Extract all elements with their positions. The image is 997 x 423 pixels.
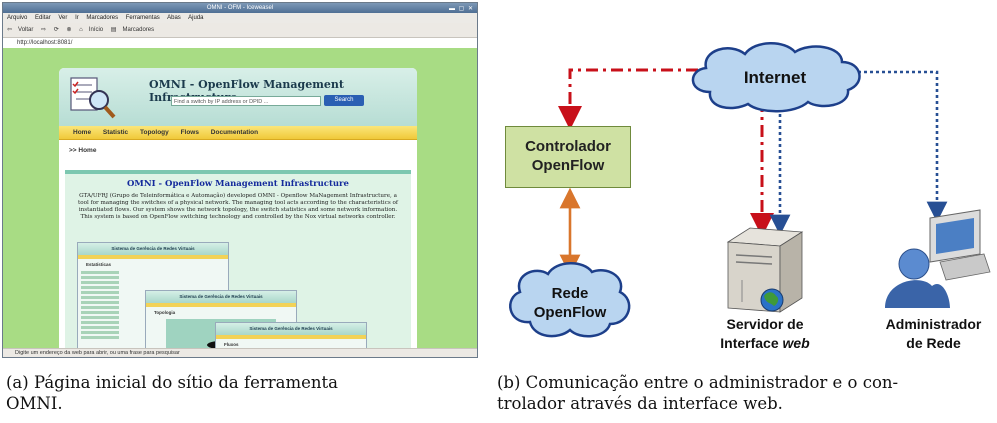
- nav-home: Home: [73, 129, 92, 136]
- nav-documentation: Documentation: [210, 129, 259, 136]
- control-path-line: [558, 68, 774, 237]
- forward-icon: ⇨: [41, 27, 47, 33]
- thumb-nav: [216, 335, 366, 339]
- home-label: Início: [88, 27, 104, 33]
- site-banner: OMNI - OpenFlow Management Infrastructur…: [59, 68, 417, 126]
- administrator-icon: [885, 209, 991, 308]
- thumb-section-label: Fluxos: [224, 342, 239, 347]
- caption-a-line1: (a) Página inicial do sítio da ferrament…: [6, 373, 338, 392]
- caption-b-line1: (b) Comunicação entre o administrador e …: [497, 373, 899, 392]
- omni-site: OMNI - OpenFlow Management Infrastructur…: [59, 68, 417, 348]
- back-label: Voltar: [18, 27, 34, 33]
- controller-label-line1: Controlador: [525, 138, 611, 155]
- stop-icon: ⊗: [66, 27, 72, 33]
- menu-arquivo: Arquivo: [7, 15, 28, 21]
- bookmarks-label: Marcadores: [122, 27, 155, 33]
- back-icon: ⇦: [7, 27, 13, 33]
- nav-statistic: Statistic: [102, 129, 129, 136]
- browser-toolbar: ⇦ Voltar ⇨ ⟳ ⊗ ⌂ Início ▤ Marcadores: [3, 23, 477, 38]
- caption-a-line2: OMNI.: [6, 394, 63, 413]
- bookmarks-icon: ▤: [110, 27, 117, 33]
- browser-statusbar: Digite um endereço da web para abrir, ou…: [3, 348, 477, 357]
- server-icon: [726, 227, 804, 313]
- internet-label: Internet: [743, 68, 807, 87]
- site-navbar: Home Statistic Topology Flows Documentat…: [59, 126, 417, 140]
- controller-label-line2: OpenFlow: [531, 157, 605, 174]
- caption-b-line2: trolador através da interface web.: [497, 394, 783, 413]
- menu-editar: Editar: [35, 15, 51, 21]
- checklist-magnifier-icon: [70, 77, 116, 119]
- menu-ver: Ver: [58, 15, 68, 21]
- admin-path-line: [769, 70, 948, 236]
- diagram-canvas: [509, 42, 991, 338]
- menu-abas: Abas: [167, 15, 181, 21]
- architecture-diagram: Internet Controlador OpenFlow Rede OpenF…: [490, 40, 997, 362]
- controller-box: Controlador OpenFlow: [505, 126, 631, 188]
- thumb-title: Sistema de Gerência de Redes Virtuais: [216, 323, 366, 335]
- breadcrumb: >> Home: [69, 147, 97, 154]
- reload-icon: ⟳: [53, 27, 59, 33]
- menu-ir: Ir: [75, 15, 79, 21]
- administrator-label-line2: de Rede: [906, 335, 961, 351]
- browser-menubar: Arquivo Editar Ver Ir Marcadores Ferrame…: [3, 13, 477, 23]
- thumb-section-label: Estatísticas: [86, 262, 112, 267]
- thumb-title: Sistema de Gerência de Redes Virtuais: [78, 243, 228, 255]
- site-search-input: Find a switch by IP address or DPID ...: [171, 96, 321, 106]
- menu-ferramentas: Ferramentas: [125, 15, 160, 21]
- browser-viewport: OMNI - OpenFlow Management Infrastructur…: [3, 48, 477, 348]
- thumbnail-flows: Sistema de Gerência de Redes Virtuais Fl…: [215, 322, 367, 348]
- site-content: OMNI - OpenFlow Management Infrastructur…: [65, 170, 411, 348]
- home-icon: ⌂: [79, 27, 83, 33]
- menu-marcadores: Marcadores: [86, 15, 119, 21]
- site-search-button: Search: [324, 95, 364, 106]
- nav-topology: Topology: [139, 129, 169, 136]
- nav-flows: Flows: [180, 129, 199, 136]
- server-label-line2-prefix: Interface: [720, 335, 779, 351]
- menu-ajuda: Ajuda: [188, 15, 204, 21]
- content-body: GTA/UFRJ (Grupo de Teleinformática e Aut…: [78, 193, 398, 220]
- browser-screenshot: OMNI - OFM - Iceweasel ▬ ▢ ✕ Arquivo Edi…: [2, 2, 478, 358]
- thumb-title: Sistema de Gerência de Redes Virtuais: [146, 291, 296, 303]
- content-heading: OMNI - OpenFlow Management Infrastructur…: [127, 179, 349, 189]
- server-label-line1: Servidor de: [726, 316, 804, 332]
- internet-cloud: [691, 42, 861, 113]
- server-label: Servidor de Interface web: [695, 315, 835, 353]
- thumb-nav: [146, 303, 296, 307]
- browser-window-title: OMNI - OFM - Iceweasel: [206, 5, 274, 11]
- browser-titlebar: OMNI - OFM - Iceweasel ▬ ▢ ✕: [3, 3, 477, 13]
- url-text: http://localhost:8081/: [17, 40, 73, 46]
- openflow-network-label: Rede OpenFlow: [520, 284, 620, 322]
- window-controls: ▬ ▢ ✕: [448, 6, 474, 12]
- server-label-line2: Interface web: [695, 334, 835, 353]
- administrator-label-line1: Administrador: [885, 316, 982, 332]
- administrator-label: Administrador de Rede: [870, 315, 997, 353]
- openflow-network-cloud: [509, 262, 631, 338]
- caption-b: (b) Comunicação entre o administrador e …: [497, 372, 898, 414]
- thumb-nav: [78, 255, 228, 259]
- thumb-section-label: Topologia: [154, 310, 176, 315]
- openflow-network-label-line2: OpenFlow: [533, 304, 607, 321]
- server-label-line2-italic: web: [782, 335, 810, 351]
- openflow-network-label-line1: Rede: [551, 285, 589, 302]
- caption-a: (a) Página inicial do sítio da ferrament…: [6, 372, 338, 414]
- thumb-rows: [78, 271, 122, 339]
